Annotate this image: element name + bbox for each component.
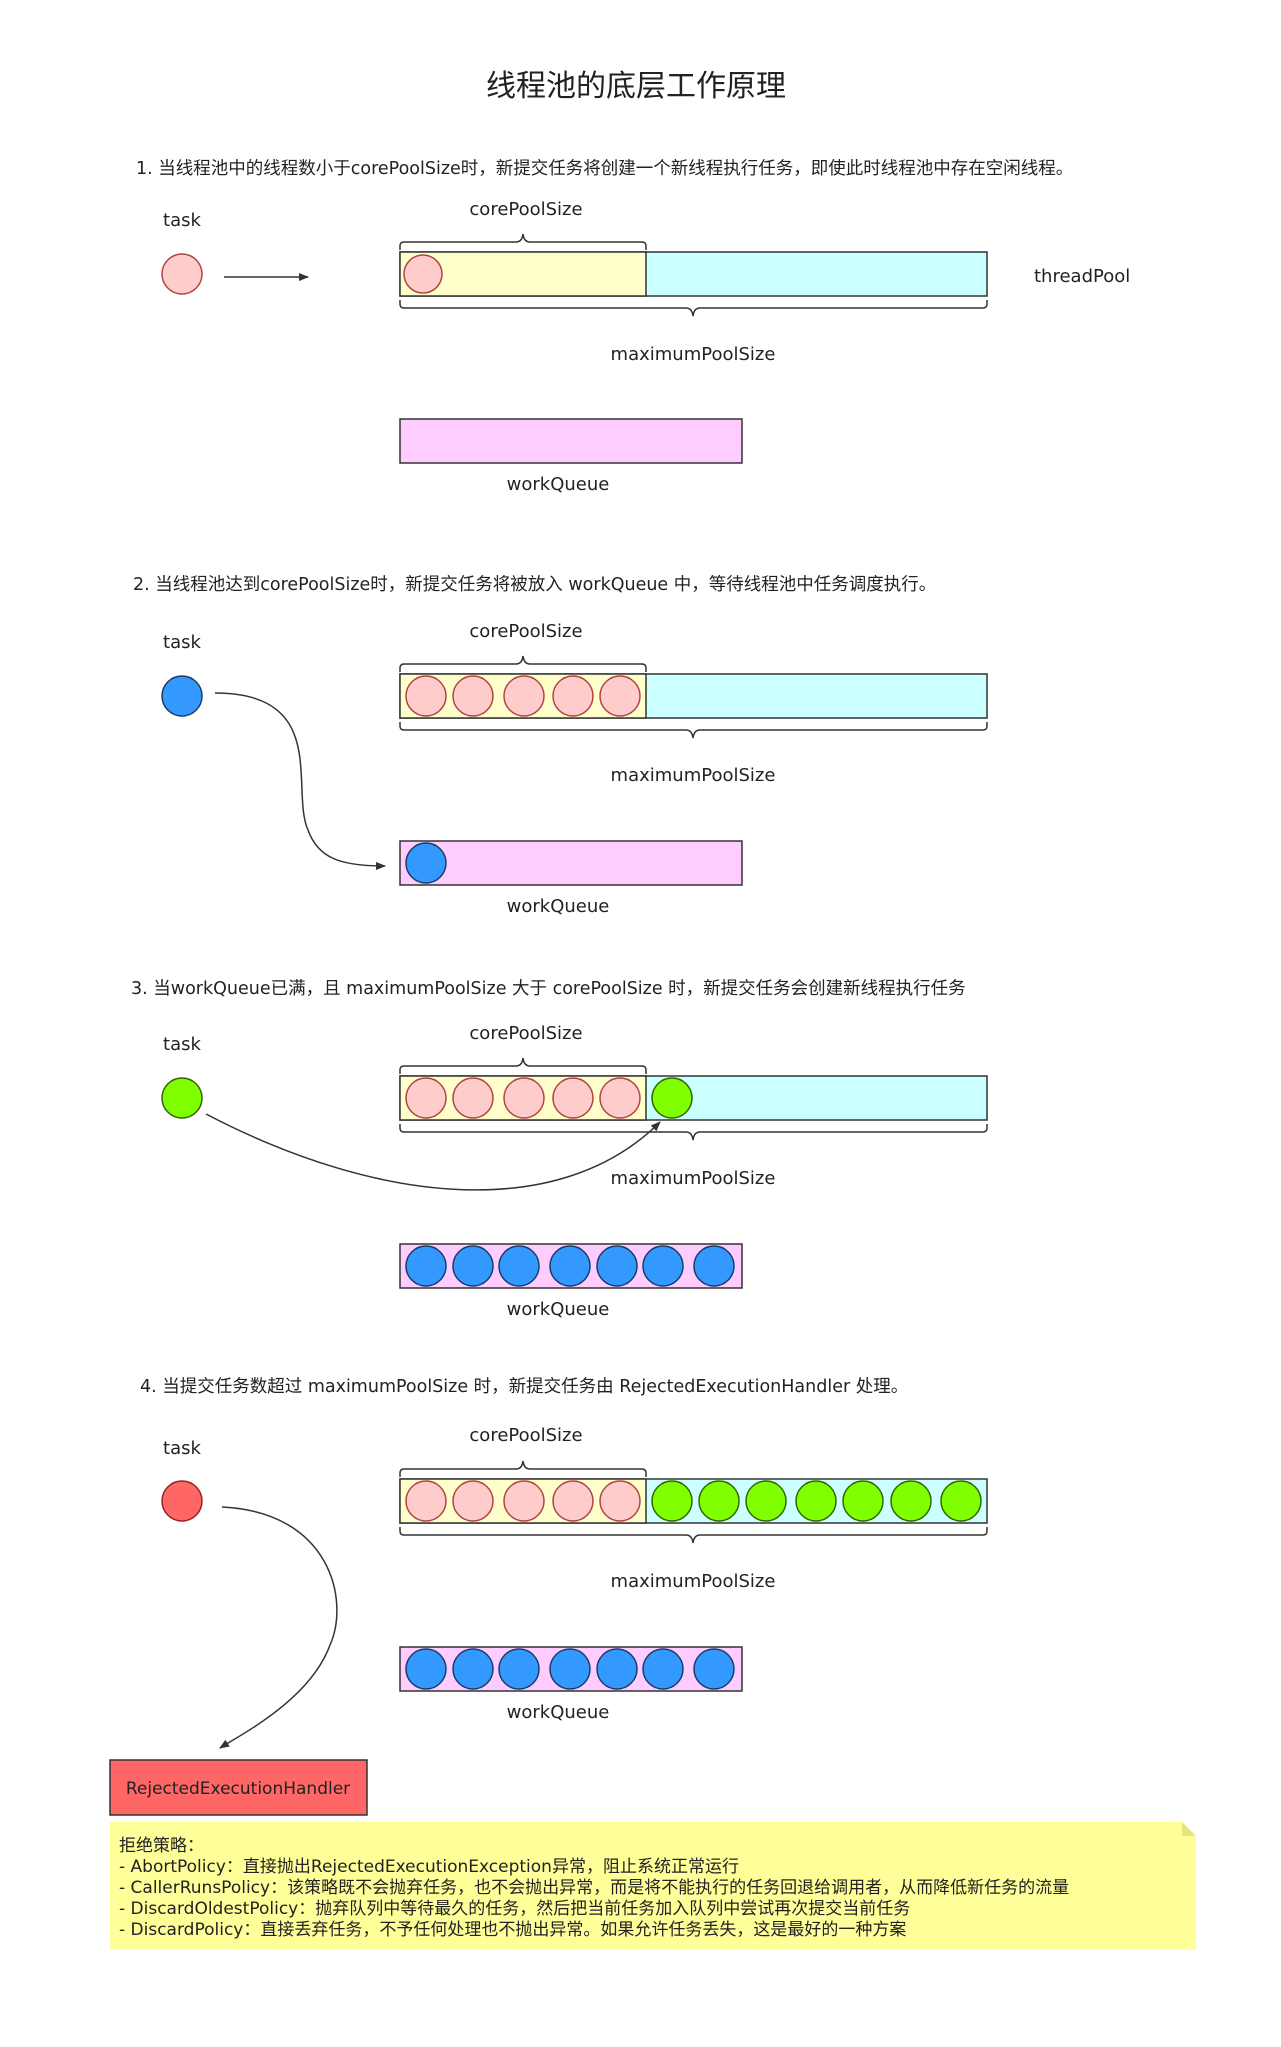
step-3-text: 3. 当workQueue已满，且 maximumPoolSize 大于 cor… bbox=[131, 979, 966, 999]
task-circle-blue bbox=[161, 675, 203, 717]
queued-task-blue bbox=[693, 1245, 735, 1287]
max-brace bbox=[399, 1124, 988, 1141]
max-pool-size-label: maximumPoolSize bbox=[611, 1571, 776, 1592]
thread-circle-green bbox=[745, 1480, 787, 1522]
queued-task-blue bbox=[498, 1245, 540, 1287]
step-3: 3. 当workQueue已满，且 maximumPoolSize 大于 cor… bbox=[131, 979, 988, 1320]
note-line: - CallerRunsPolicy：该策略既不会抛弃任务，也不会抛出异常，而是… bbox=[119, 1878, 1069, 1898]
reject-policy-note: 拒绝策略： - AbortPolicy：直接抛出RejectedExecutio… bbox=[110, 1822, 1196, 1950]
thread-circle-green bbox=[890, 1480, 932, 1522]
thread-circle-pink bbox=[552, 1480, 594, 1522]
queued-task-blue bbox=[452, 1245, 494, 1287]
thread-circle-pink bbox=[403, 254, 443, 294]
queued-task-blue bbox=[452, 1648, 494, 1690]
note-background bbox=[110, 1822, 1196, 1950]
max-pool-size-label: maximumPoolSize bbox=[611, 344, 776, 365]
thread-circle-pink bbox=[599, 1480, 641, 1522]
thread-circle-pink bbox=[503, 1077, 545, 1119]
thread-circle-green bbox=[795, 1480, 837, 1522]
thread-circle-pink bbox=[552, 675, 594, 717]
max-brace bbox=[399, 1527, 988, 1544]
thread-circle-pink bbox=[405, 675, 447, 717]
core-brace bbox=[399, 233, 647, 250]
task-label: task bbox=[163, 1438, 201, 1459]
task-circle-pink bbox=[161, 253, 203, 295]
queued-task-blue bbox=[405, 1245, 447, 1287]
thread-circle-pink bbox=[599, 1077, 641, 1119]
thread-circle-green bbox=[698, 1480, 740, 1522]
queued-task-blue bbox=[642, 1648, 684, 1690]
max-brace bbox=[399, 722, 988, 739]
max-pool-size-label: maximumPoolSize bbox=[611, 1168, 776, 1189]
thread-pool-label: threadPool bbox=[1034, 266, 1130, 287]
work-queue-label: workQueue bbox=[507, 1299, 610, 1320]
thread-circle-green bbox=[651, 1077, 693, 1119]
work-queue-label: workQueue bbox=[507, 474, 610, 495]
arrow-to-handler bbox=[219, 1506, 338, 1749]
note-line: - AbortPolicy：直接抛出RejectedExecutionExcep… bbox=[119, 1857, 739, 1877]
max-brace bbox=[399, 300, 988, 317]
thread-circle-green bbox=[842, 1480, 884, 1522]
core-pool-size-label: corePoolSize bbox=[469, 1425, 582, 1446]
thread-circle-pink bbox=[452, 675, 494, 717]
task-label: task bbox=[163, 210, 201, 231]
core-pool-size-label: corePoolSize bbox=[469, 1023, 582, 1044]
core-brace bbox=[399, 655, 647, 672]
thread-circle-pink bbox=[405, 1077, 447, 1119]
queued-task-blue bbox=[549, 1648, 591, 1690]
step-2-text: 2. 当线程池达到corePoolSize时，新提交任务将被放入 workQue… bbox=[133, 575, 936, 595]
arrow-to-new-thread bbox=[205, 1113, 661, 1191]
rejected-handler-box bbox=[109, 1759, 368, 1816]
work-queue-label: workQueue bbox=[507, 1702, 610, 1723]
diagram-title: 线程池的底层工作原理 bbox=[486, 69, 786, 104]
task-circle-green bbox=[161, 1077, 203, 1119]
step-4-text: 4. 当提交任务数超过 maximumPoolSize 时，新提交任务由 Rej… bbox=[140, 1377, 908, 1397]
max-pool-size-label: maximumPoolSize bbox=[611, 765, 776, 786]
queued-task-blue bbox=[549, 1245, 591, 1287]
core-brace bbox=[399, 1460, 647, 1477]
work-queue-rect bbox=[399, 418, 743, 464]
queued-task-blue bbox=[642, 1245, 684, 1287]
step-2: 2. 当线程池达到corePoolSize时，新提交任务将被放入 workQue… bbox=[133, 575, 988, 917]
thread-circle-pink bbox=[452, 1480, 494, 1522]
thread-circle-pink bbox=[503, 1480, 545, 1522]
thread-circle-pink bbox=[405, 1480, 447, 1522]
queued-task-blue bbox=[596, 1245, 638, 1287]
task-label: task bbox=[163, 632, 201, 653]
thread-circle-pink bbox=[599, 675, 641, 717]
work-queue-rect bbox=[399, 840, 743, 886]
note-line: - DiscardPolicy：直接丢弃任务，不予任何处理也不抛出异常。如果允许… bbox=[119, 1920, 906, 1940]
thread-circle-pink bbox=[503, 675, 545, 717]
queued-task-blue bbox=[693, 1648, 735, 1690]
thread-circle-green bbox=[651, 1480, 693, 1522]
thread-circle-green bbox=[940, 1480, 982, 1522]
step-1: 1. 当线程池中的线程数小于corePoolSize时，新提交任务将创建一个新线… bbox=[136, 158, 1130, 495]
queued-task-blue bbox=[596, 1648, 638, 1690]
rejected-handler-label: RejectedExecutionHandler bbox=[126, 1779, 350, 1799]
step-4: 4. 当提交任务数超过 maximumPoolSize 时，新提交任务由 Rej… bbox=[109, 1377, 988, 1816]
note-fold bbox=[1182, 1822, 1196, 1836]
task-label: task bbox=[163, 1034, 201, 1055]
task-circle-red bbox=[161, 1480, 203, 1522]
core-pool-size-label: corePoolSize bbox=[469, 199, 582, 220]
queued-task-blue bbox=[405, 842, 447, 884]
thread-circle-pink bbox=[452, 1077, 494, 1119]
core-pool-size-label: corePoolSize bbox=[469, 621, 582, 642]
queued-task-blue bbox=[498, 1648, 540, 1690]
queued-task-blue bbox=[405, 1648, 447, 1690]
note-line: - DiscardOldestPolicy：抛弃队列中等待最久的任务，然后把当前… bbox=[119, 1899, 910, 1919]
thread-circle-pink bbox=[552, 1077, 594, 1119]
work-queue-label: workQueue bbox=[507, 896, 610, 917]
step-1-text: 1. 当线程池中的线程数小于corePoolSize时，新提交任务将创建一个新线… bbox=[136, 158, 1073, 179]
note-title: 拒绝策略： bbox=[119, 1836, 204, 1856]
arrow-to-queue bbox=[214, 692, 386, 870]
core-brace bbox=[399, 1057, 647, 1074]
